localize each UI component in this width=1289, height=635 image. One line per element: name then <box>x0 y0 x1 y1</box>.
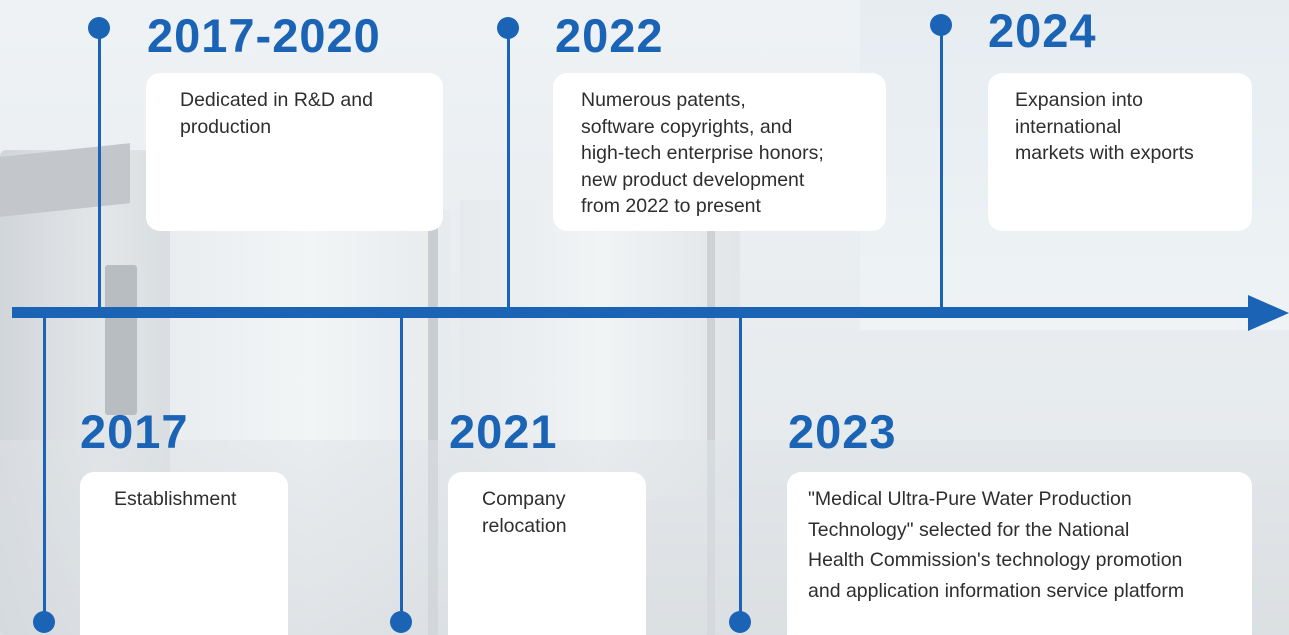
year-label-2024: 2024 <box>988 4 1097 57</box>
connector-line-2017 <box>43 315 46 620</box>
connector-line-2017-2020 <box>98 28 101 310</box>
timeline-dot-2017-2020 <box>88 17 110 39</box>
timeline-axis <box>12 307 1262 318</box>
year-label-2022: 2022 <box>555 9 664 62</box>
milestone-text-2017: Establishment <box>114 488 237 510</box>
milestone-card-2022: Numerous patents, software copyrights, a… <box>553 73 886 231</box>
connector-line-2023 <box>739 315 742 620</box>
timeline-dot-2023 <box>729 611 751 633</box>
milestone-text-2024: Expansion into international markets wit… <box>1015 89 1194 164</box>
connector-line-2024 <box>940 25 943 310</box>
milestone-card-2017-2020: Dedicated in R&D and production <box>146 73 443 231</box>
year-label-2021: 2021 <box>449 405 558 458</box>
connector-line-2021 <box>400 315 403 620</box>
milestone-text-2023: "Medical Ultra-Pure Water Production Tec… <box>808 488 1185 602</box>
milestone-text-2022: Numerous patents, software copyrights, a… <box>581 89 824 217</box>
milestone-card-2021: Company relocation <box>448 472 646 635</box>
milestone-card-2017: Establishment <box>80 472 288 635</box>
year-label-2017: 2017 <box>80 405 189 458</box>
timeline-dot-2017 <box>33 611 55 633</box>
milestone-text-2017-2020: Dedicated in R&D and production <box>180 89 373 138</box>
timeline-arrow-icon <box>1248 295 1289 331</box>
year-label-2023: 2023 <box>788 405 897 458</box>
timeline-dot-2024 <box>930 14 952 36</box>
milestone-card-2023: "Medical Ultra-Pure Water Production Tec… <box>787 472 1252 635</box>
milestone-card-2024: Expansion into international markets wit… <box>988 73 1252 231</box>
timeline-dot-2021 <box>390 611 412 633</box>
milestone-text-2021: Company relocation <box>482 488 567 537</box>
timeline-dot-2022 <box>497 17 519 39</box>
connector-line-2022 <box>507 28 510 310</box>
year-label-2017-2020: 2017-2020 <box>147 9 381 62</box>
